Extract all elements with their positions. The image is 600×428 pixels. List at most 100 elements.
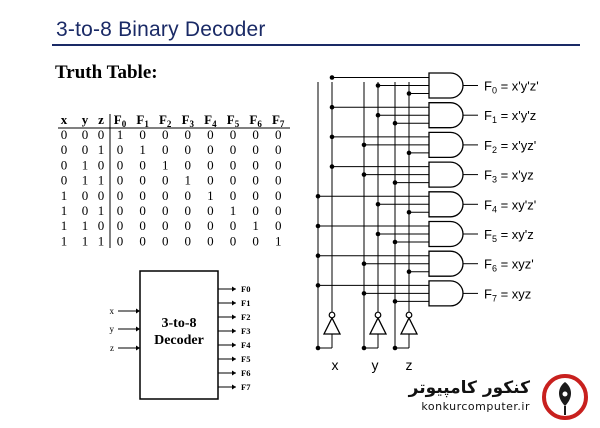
tt-cell: 0 <box>230 127 237 142</box>
tt-header-F4: F4 <box>204 112 217 129</box>
junction-dot <box>315 194 321 199</box>
block-output-arrow <box>232 314 236 320</box>
tt-header-F7: F7 <box>272 112 285 129</box>
tt-cell: 1 <box>82 218 89 233</box>
block-input-label: x <box>110 306 115 316</box>
tt-cell: 0 <box>230 157 237 172</box>
and-gate-2 <box>428 131 464 159</box>
tt-cell: 0 <box>185 233 192 248</box>
tt-cell: 0 <box>117 173 124 188</box>
tt-cell: 0 <box>230 173 237 188</box>
tt-cell: 0 <box>207 218 214 233</box>
block-output-label: F5 <box>241 354 250 364</box>
tt-cell: 0 <box>207 127 214 142</box>
tt-cell: 0 <box>139 218 146 233</box>
tt-cell: 0 <box>275 218 282 233</box>
brand-url: konkurcomputer.ir <box>421 400 530 413</box>
junction-dot <box>315 283 321 288</box>
brand-logo <box>542 374 588 420</box>
tt-cell: 0 <box>139 203 146 218</box>
tt-cell: 0 <box>252 157 259 172</box>
truth-table-label: Truth Table: <box>55 62 158 83</box>
block-output-arrow <box>232 384 236 390</box>
inverter-bubble <box>405 311 413 319</box>
tt-cell: 0 <box>207 233 214 248</box>
decoder-box <box>139 270 219 400</box>
block-output-label: F6 <box>241 368 250 378</box>
decoder-label-2: Decoder <box>154 333 204 348</box>
junction-dot <box>329 134 335 140</box>
and-gate-3 <box>428 161 464 188</box>
tt-cell: 0 <box>117 203 124 218</box>
junction-dot <box>406 269 412 275</box>
junction-dot <box>375 202 381 207</box>
inverter-0 <box>322 316 342 335</box>
tt-cell: 0 <box>139 173 146 188</box>
block-output-arrow <box>232 342 236 348</box>
and-gate-0 <box>428 72 464 99</box>
tt-cell: 0 <box>207 142 214 157</box>
tt-cell: 1 <box>230 203 237 218</box>
tt-cell: 0 <box>252 188 259 203</box>
and-gate-7 <box>428 280 464 307</box>
tt-cell: 0 <box>230 188 237 203</box>
tt-cell: 1 <box>82 233 89 248</box>
tt-header-F3: F3 <box>182 112 195 129</box>
and-gate-5 <box>428 220 464 248</box>
block-output-arrow <box>232 328 236 334</box>
tt-cell: 0 <box>275 142 282 157</box>
output-label-F5: F5 = xy'z <box>484 227 534 244</box>
tt-cell: 1 <box>117 127 124 142</box>
and-gate-6 <box>428 250 464 277</box>
tt-cell: 0 <box>207 157 214 172</box>
tt-cell: 1 <box>82 157 89 172</box>
junction-dot <box>392 120 398 126</box>
tt-cell: 0 <box>185 127 192 142</box>
tt-cell: 0 <box>117 218 124 233</box>
slide-title: 3-to-8 Binary Decoder <box>56 18 266 41</box>
junction-dot <box>406 91 412 96</box>
junction-dot <box>406 210 412 215</box>
tt-cell: 1 <box>139 142 146 157</box>
block-output-label: F0 <box>241 284 250 294</box>
inverter-bubble <box>374 311 382 319</box>
tt-cell: 0 <box>98 188 105 203</box>
tt-cell: 0 <box>162 218 169 233</box>
tt-header-F1: F1 <box>136 112 149 129</box>
junction-dot <box>392 299 398 304</box>
tt-cell: 0 <box>61 142 68 157</box>
tt-cell: 1 <box>98 203 105 218</box>
junction-dot <box>329 104 335 110</box>
tt-cell: 0 <box>252 142 259 157</box>
junction-dot <box>315 223 321 229</box>
tt-header-F2: F2 <box>159 112 172 129</box>
tt-cell: 1 <box>98 142 105 157</box>
block-output-label: F1 <box>241 298 250 308</box>
tt-cell: 1 <box>61 218 68 233</box>
input-label-z: z <box>406 357 413 373</box>
junction-dot <box>392 345 398 351</box>
tt-header-F5: F5 <box>227 112 240 129</box>
block-output-arrow <box>232 370 236 376</box>
junction-dot <box>392 239 398 245</box>
tt-cell: 0 <box>185 203 192 218</box>
tt-cell: 0 <box>185 218 192 233</box>
tt-cell: 0 <box>82 203 89 218</box>
tt-cell: 0 <box>162 203 169 218</box>
block-output-label: F4 <box>241 340 251 350</box>
output-label-F6: F6 = xyz' <box>484 257 534 274</box>
output-label-F7: F7 = xyz <box>484 286 531 303</box>
tt-cell: 0 <box>139 188 146 203</box>
junction-dot <box>361 345 367 351</box>
tt-cell: 0 <box>162 142 169 157</box>
tt-cell: 0 <box>61 127 68 142</box>
block-output-arrow <box>232 300 236 306</box>
block-input-label: z <box>110 343 114 353</box>
output-label-F0: F0 = x'y'z' <box>484 79 539 96</box>
tt-cell: 0 <box>230 218 237 233</box>
tt-cell: 0 <box>162 188 169 203</box>
block-input-label: y <box>110 324 115 334</box>
